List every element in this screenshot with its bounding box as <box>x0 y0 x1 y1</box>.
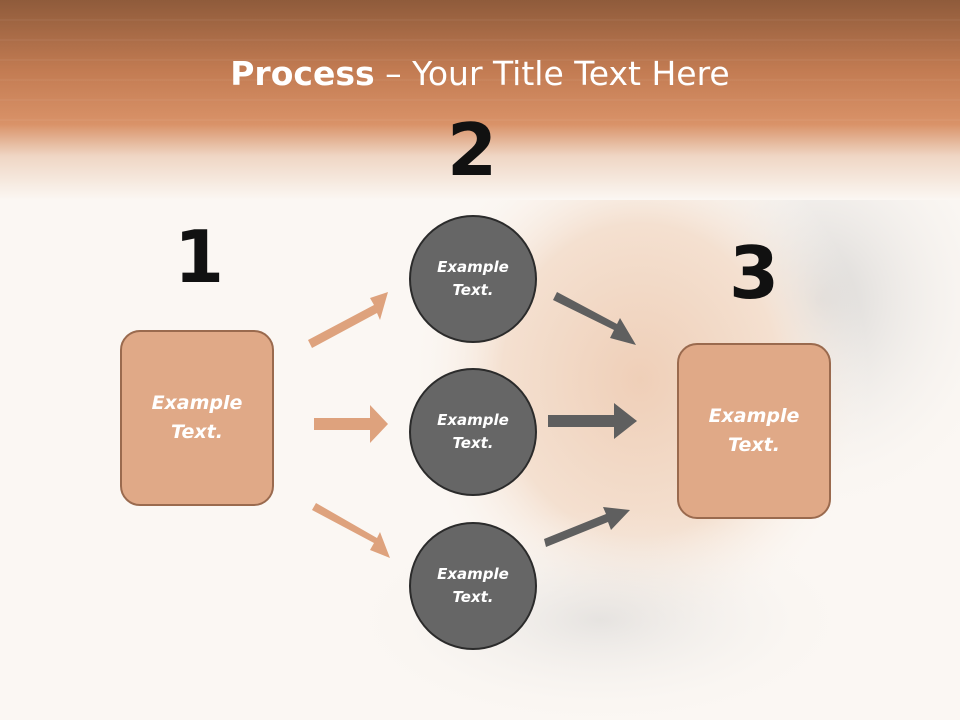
step-1-label: Example Text. <box>151 392 243 443</box>
title-rest: – Your Title Text Here <box>374 54 730 93</box>
arrow-to-middle <box>314 405 388 443</box>
arrow-to-bottom <box>312 503 390 558</box>
step-2-circle-top[interactable]: Example Text. <box>409 215 537 343</box>
step-number-3: 3 <box>728 231 780 315</box>
step-number-1: 1 <box>173 215 225 299</box>
step-3-label: Example Text. <box>708 405 800 456</box>
step-3-box[interactable]: Example Text. <box>677 343 831 519</box>
arrow-from-top <box>553 292 636 345</box>
step-2-label-bottom: Example Text. <box>437 565 509 606</box>
title-strong: Process <box>230 54 375 93</box>
step-2-label-top: Example Text. <box>437 258 509 299</box>
arrow-to-top <box>308 292 388 348</box>
arrow-from-bottom <box>544 507 630 547</box>
slide-title: Process – Your Title Text Here <box>0 52 960 96</box>
step-1-box[interactable]: Example Text. <box>120 330 274 506</box>
step-number-2: 2 <box>446 108 498 192</box>
arrow-from-middle <box>548 403 637 439</box>
step-2-circle-middle[interactable]: Example Text. <box>409 368 537 496</box>
step-2-circle-bottom[interactable]: Example Text. <box>409 522 537 650</box>
step-2-label-middle: Example Text. <box>437 411 509 452</box>
